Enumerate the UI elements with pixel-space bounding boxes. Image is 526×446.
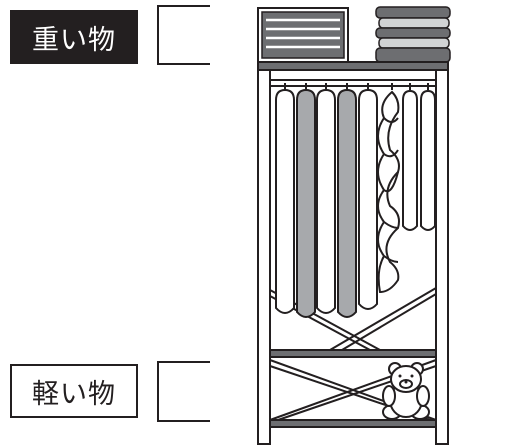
book-stack-icon: [375, 6, 451, 63]
bottom-shelf: [269, 419, 437, 428]
bottom-bracket-box: [157, 361, 210, 422]
heavy-items-label: 重い物: [10, 10, 138, 64]
top-bracket-box: [157, 5, 210, 65]
top-shelf: [257, 61, 449, 71]
hanging-rod: [269, 79, 437, 87]
closet-frame: [257, 61, 449, 445]
teddy-bear-icon: [382, 362, 430, 420]
middle-shelf: [269, 349, 437, 358]
light-items-label: 軽い物: [10, 364, 138, 418]
storage-box-icon: [257, 7, 349, 63]
hanging-clothes-icon: [275, 83, 436, 318]
